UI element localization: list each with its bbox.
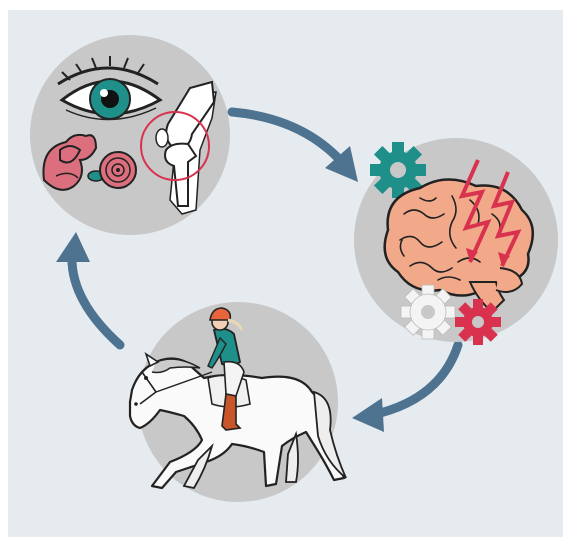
gear-icon-white [401, 285, 455, 339]
node-senses [30, 35, 230, 235]
gear-icon-crimson [455, 299, 501, 345]
